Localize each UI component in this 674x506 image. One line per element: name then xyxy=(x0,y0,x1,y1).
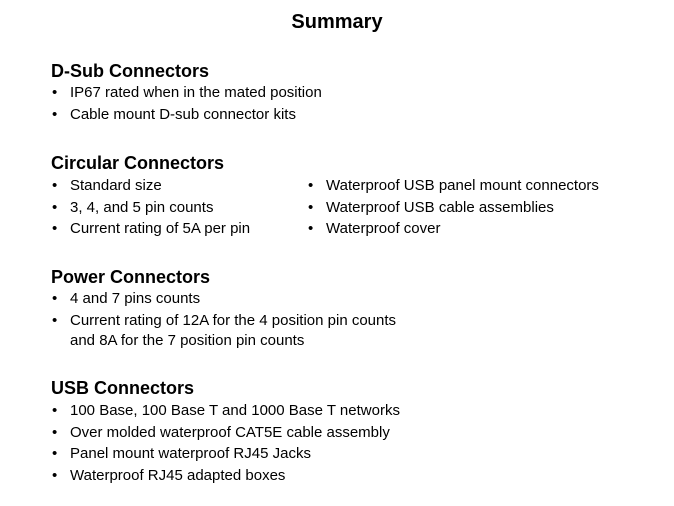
list-item: Over molded waterproof CAT5E cable assem… xyxy=(51,422,400,444)
list-item: Current rating of 12A for the 4 position… xyxy=(51,311,411,351)
power-list: 4 and 7 pins counts Current rating of 12… xyxy=(51,289,411,351)
circular-heading: Circular Connectors xyxy=(51,153,225,173)
list-item: Waterproof cover xyxy=(307,218,599,240)
circular-list-left: Standard size 3, 4, and 5 pin counts Cur… xyxy=(51,175,250,240)
list-item: 3, 4, and 5 pin counts xyxy=(51,197,250,219)
page-title: Summary xyxy=(291,11,383,33)
list-item: 100 Base, 100 Base T and 1000 Base T net… xyxy=(51,400,400,422)
list-item: Waterproof USB cable assemblies xyxy=(307,197,599,219)
list-item: Panel mount waterproof RJ45 Jacks xyxy=(51,443,400,465)
list-item: Cable mount D-sub connector kits xyxy=(51,104,322,126)
list-item: Current rating of 5A per pin xyxy=(51,218,250,240)
list-item: 4 and 7 pins counts xyxy=(51,289,411,309)
usb-list: 100 Base, 100 Base T and 1000 Base T net… xyxy=(51,400,400,486)
power-heading: Power Connectors xyxy=(51,267,211,287)
dsub-heading: D-Sub Connectors xyxy=(51,61,210,81)
list-item: Standard size xyxy=(51,175,250,197)
dsub-list: IP67 rated when in the mated position Ca… xyxy=(51,82,322,125)
circular-list-right: Waterproof USB panel mount connectors Wa… xyxy=(307,175,599,240)
list-item: IP67 rated when in the mated position xyxy=(51,82,322,104)
list-item: Waterproof USB panel mount connectors xyxy=(307,175,599,197)
usb-heading: USB Connectors xyxy=(51,378,195,398)
list-item: Waterproof RJ45 adapted boxes xyxy=(51,465,400,487)
